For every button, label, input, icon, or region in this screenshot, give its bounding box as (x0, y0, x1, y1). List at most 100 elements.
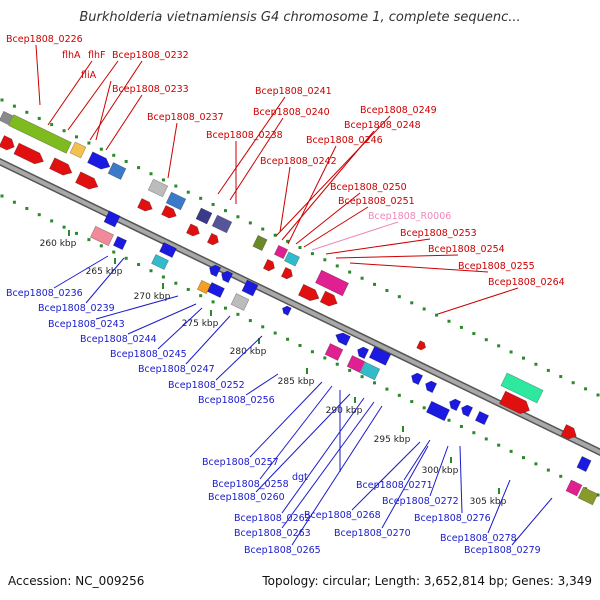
gene-feature (230, 293, 250, 311)
top-label-leader (325, 238, 431, 255)
gene-feature (196, 279, 212, 295)
upper-track-dots (112, 153, 116, 157)
upper-track-dots (286, 239, 290, 243)
upper-track-dots (422, 307, 426, 311)
gene-feature (241, 279, 259, 297)
lower-track-dots (509, 449, 513, 453)
lower-track-dots (75, 231, 78, 235)
upper-track-dots (509, 350, 513, 354)
top-gene-label: Bcep1808_0237 (147, 112, 224, 123)
top-label-leader (167, 122, 178, 179)
gene-feature (346, 355, 366, 373)
bottom-label-leader (381, 445, 429, 529)
gene-feature (461, 404, 474, 418)
lower-track-dots (559, 474, 563, 478)
top-gene-label: Bcep1808_0241 (255, 86, 332, 97)
top-label-leader (287, 145, 337, 245)
scale-tick (114, 258, 116, 264)
gene-feature (69, 141, 87, 159)
lower-track-dots (484, 437, 488, 441)
top-label-leader (303, 206, 369, 248)
gene-feature (282, 305, 292, 316)
upper-track-dots (298, 246, 302, 249)
upper-track-dots (596, 393, 600, 397)
top-label-leader (89, 60, 143, 141)
bottom-gene-label: Bcep1808_0236 (6, 288, 83, 299)
gene-feature (13, 142, 44, 165)
upper-track-dots (137, 166, 141, 170)
gene-feature (576, 456, 592, 472)
top-gene-label: Bcep1808_0255 (458, 261, 535, 272)
bottom-label-leader (255, 393, 351, 493)
bottom-label-leader (215, 335, 263, 381)
upper-track-dots (149, 172, 153, 176)
upper-track-dots (199, 196, 203, 200)
gene-feature (137, 198, 153, 212)
gene-feature (207, 282, 225, 298)
top-gene-label: fliA (81, 70, 97, 81)
gene-feature (0, 110, 14, 126)
top-gene-label: Bcep1808_0248 (344, 120, 421, 131)
lower-track-dots (298, 344, 302, 347)
upper-track-dots (360, 276, 364, 280)
lower-track-dots (497, 443, 501, 447)
map-title: Burkholderia vietnamiensis G4 chromosome… (79, 10, 521, 25)
upper-track-dots (323, 258, 327, 262)
upper-track-dots (62, 129, 66, 133)
upper-track-dots (37, 116, 41, 120)
top-label-leader (47, 60, 93, 126)
gene-feature (368, 346, 392, 366)
gene-feature (49, 157, 73, 176)
bottom-label-leader (291, 405, 383, 546)
bottom-gene-label: Bcep1808_0247 (138, 364, 215, 375)
lower-track-dots (112, 250, 116, 254)
lower-track-dots (596, 493, 600, 497)
lower-track-dots (25, 206, 29, 210)
gene-feature (273, 244, 289, 260)
upper-track-dots (522, 356, 525, 360)
upper-track-dots (534, 362, 538, 366)
lower-track-dots (199, 294, 203, 298)
scale-tick (258, 338, 260, 344)
gene-feature (319, 290, 338, 307)
gene-feature (474, 410, 490, 426)
upper-track-dots (348, 270, 352, 274)
upper-track-dots (435, 313, 439, 317)
gene-feature (211, 214, 233, 234)
top-gene-label: Bcep1808_R0006 (368, 211, 451, 222)
gene-feature (297, 283, 320, 302)
scale-tick (306, 368, 308, 374)
bottom-gene-label: Bcep1808_0258 (212, 479, 289, 490)
scale-tick-label: 260 kbp (40, 239, 77, 249)
lower-track-dots (472, 431, 476, 435)
lower-track-dots (161, 275, 165, 279)
lower-track-dots (286, 337, 290, 341)
lower-track-dots (124, 256, 128, 260)
upper-track-dots (248, 221, 252, 225)
upper-track-dots (75, 135, 78, 139)
top-gene-label: Bcep1808_0240 (253, 107, 330, 118)
genome-summary-text: Topology: circular; Length: 3,652,814 bp… (262, 574, 592, 588)
bottom-gene-label: Bcep1808_0278 (440, 533, 517, 544)
scale-tick (210, 310, 212, 316)
scale-tick-label: 265 kbp (86, 267, 123, 277)
scale-tick (402, 426, 404, 432)
lower-track-dots (373, 381, 376, 385)
scale-tick-label: 305 kbp (470, 497, 507, 507)
bottom-gene-label: Bcep1808_0263 (234, 528, 311, 539)
gene-feature (87, 151, 111, 170)
upper-track-dots (174, 184, 178, 188)
bottom-label-leader (249, 381, 323, 458)
scale-tick (162, 283, 164, 289)
scale-tick (450, 457, 452, 463)
gene-feature (89, 225, 115, 247)
lower-track-dots (137, 263, 141, 267)
gene-feature (577, 486, 599, 506)
gene-feature (359, 361, 381, 381)
bottom-gene-label: Bcep1808_0272 (382, 496, 459, 507)
gene-feature (280, 266, 293, 280)
bottom-label-leader (157, 307, 203, 350)
lower-track-dots (149, 269, 153, 273)
upper-track-dots (385, 289, 389, 293)
top-gene-label: Bcep1808_0250 (330, 182, 407, 193)
